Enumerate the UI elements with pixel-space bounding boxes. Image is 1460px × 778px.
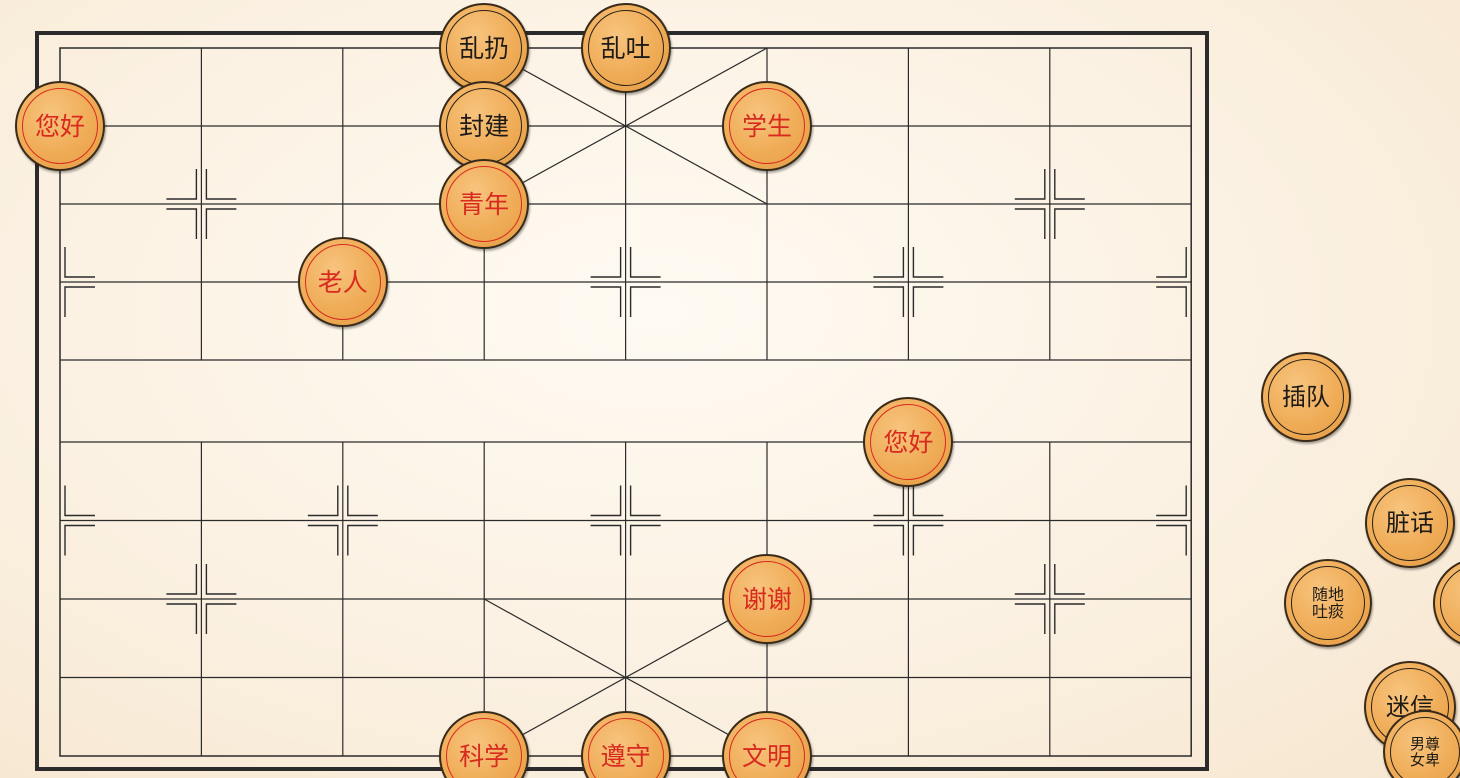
- position-marker: [1156, 485, 1187, 517]
- board-piece-p2[interactable]: 乱吐: [580, 3, 671, 93]
- position-marker: [205, 564, 237, 595]
- position-marker: [64, 485, 95, 517]
- board-outer-frame: [35, 31, 1209, 771]
- position-marker: [873, 524, 905, 556]
- board-piece-p11[interactable]: 遵守: [580, 711, 671, 778]
- position-marker: [166, 208, 198, 239]
- position-marker: [1156, 247, 1187, 278]
- piece-face: 乱吐: [587, 10, 664, 86]
- position-marker: [912, 286, 944, 317]
- board-piece-p9[interactable]: 谢谢: [722, 554, 812, 644]
- piece-face: 科学: [446, 718, 523, 778]
- position-marker: [629, 485, 661, 517]
- piece-label: 您好: [34, 111, 85, 141]
- piece-label: 谢谢: [741, 584, 792, 614]
- board-piece-p12[interactable]: 文明: [722, 711, 812, 778]
- piece-label: 乱吐: [600, 33, 651, 63]
- piece-face: 谢谢: [729, 561, 805, 637]
- board-piece-p4[interactable]: 您好: [15, 81, 105, 171]
- piece-label-line: 吐痰: [1311, 601, 1344, 621]
- palace-diagonal: [483, 47, 768, 205]
- position-marker: [166, 169, 198, 200]
- piece-label: 乱扔: [459, 33, 510, 63]
- board-piece-p6[interactable]: 青年: [439, 159, 530, 249]
- piece-label: 科学: [459, 741, 510, 771]
- board-piece-p10[interactable]: 科学: [439, 711, 530, 778]
- piece-face: 插队: [1268, 359, 1344, 435]
- position-marker: [912, 247, 944, 278]
- position-marker: [64, 247, 95, 278]
- position-marker: [873, 247, 905, 278]
- board-piece-p5[interactable]: 学生: [722, 81, 812, 171]
- position-marker: [347, 485, 378, 517]
- piece-label: 文明: [741, 741, 792, 771]
- position-marker: [1054, 564, 1085, 595]
- position-marker: [590, 485, 622, 517]
- palace-diagonal: [483, 598, 768, 757]
- board-piece-p3[interactable]: 封建: [439, 81, 530, 171]
- piece-face: 您好: [870, 404, 947, 480]
- position-marker: [205, 603, 237, 634]
- board-piece-p1[interactable]: 乱扔: [439, 3, 530, 93]
- position-marker: [205, 169, 237, 200]
- position-marker: [1156, 286, 1187, 317]
- piece-face: 脏话: [1372, 485, 1448, 561]
- piece-face: 男尊女卑: [1390, 717, 1460, 778]
- position-marker: [205, 208, 237, 239]
- position-marker: [629, 524, 661, 556]
- piece-label: 遵守: [600, 741, 651, 771]
- captured-piece-c3[interactable]: 随地吐痰: [1284, 559, 1372, 647]
- piece-label: 脏话: [1386, 509, 1434, 537]
- position-marker: [1054, 603, 1085, 634]
- position-marker: [347, 524, 378, 556]
- position-marker: [590, 247, 622, 278]
- piece-label-line: 男尊: [1409, 734, 1440, 753]
- position-marker: [1014, 564, 1046, 595]
- piece-face: 乱扔: [446, 10, 523, 86]
- piece-label-line: 随地: [1311, 584, 1344, 604]
- position-marker: [307, 524, 339, 556]
- piece-face: 青年: [446, 166, 523, 242]
- piece-label: 您好: [883, 427, 934, 457]
- position-marker: [166, 603, 198, 634]
- piece-face: 遵守: [587, 718, 664, 778]
- position-marker: [1014, 603, 1046, 634]
- position-marker: [1054, 169, 1085, 200]
- piece-label: 学生: [741, 111, 792, 141]
- piece-label: 插队: [1282, 383, 1330, 411]
- piece-face: 随地吐痰: [1291, 566, 1365, 640]
- position-marker: [873, 485, 905, 517]
- position-marker: [873, 286, 905, 317]
- position-marker: [307, 485, 339, 517]
- position-marker: [912, 485, 944, 517]
- position-marker: [912, 524, 944, 556]
- board-piece-p7[interactable]: 老人: [297, 237, 388, 327]
- piece-face: 文明: [729, 718, 805, 778]
- piece-face: 学生: [729, 88, 805, 164]
- position-marker: [166, 564, 198, 595]
- position-marker: [1014, 169, 1046, 200]
- position-marker: [1156, 524, 1187, 556]
- position-marker: [629, 286, 661, 317]
- captured-piece-c2[interactable]: 脏话: [1365, 478, 1455, 568]
- position-marker: [590, 524, 622, 556]
- captured-piece-c1[interactable]: 插队: [1261, 352, 1351, 442]
- piece-label: 封建: [459, 111, 510, 141]
- piece-face: 老人: [304, 244, 381, 320]
- position-marker: [629, 247, 661, 278]
- board-piece-p8[interactable]: 您好: [863, 397, 954, 487]
- position-marker: [590, 286, 622, 317]
- position-marker: [64, 524, 95, 556]
- position-marker: [64, 286, 95, 317]
- piece-label: 老人: [317, 267, 368, 297]
- captured-piece-c6[interactable]: 男尊女卑: [1383, 710, 1460, 778]
- position-marker: [1014, 208, 1046, 239]
- piece-face: 您好: [22, 88, 98, 164]
- piece-label: 青年: [459, 189, 510, 219]
- piece-face: 封建: [446, 88, 523, 164]
- position-marker: [1054, 208, 1085, 239]
- piece-face: [1440, 565, 1460, 641]
- piece-label-line: 女卑: [1409, 750, 1440, 769]
